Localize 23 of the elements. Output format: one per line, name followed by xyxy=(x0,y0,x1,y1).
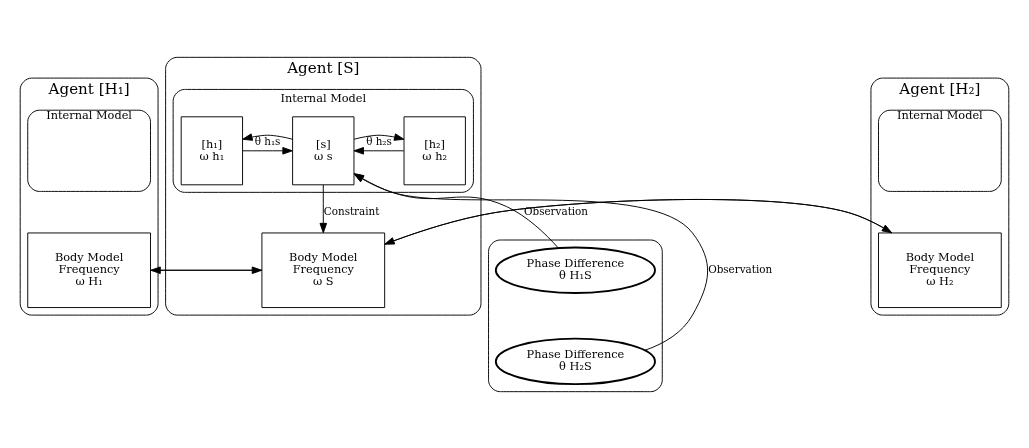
node-box: Body Model Frequency ω H₂ xyxy=(878,232,1002,308)
edge-label: θ h₁s xyxy=(254,134,281,147)
edge-label: θ h₂s xyxy=(366,134,392,147)
arrow xyxy=(319,183,328,233)
arrow xyxy=(353,146,405,155)
arrow xyxy=(242,132,293,141)
node-ellipse: Phase Difference θ H₁S xyxy=(494,246,656,294)
node-box: [h₁] ω h₁ xyxy=(180,115,244,185)
node-box: [s] ω s xyxy=(292,115,355,185)
node-ellipse: Phase Difference θ H₂S xyxy=(494,337,656,385)
node-box: Internal Model xyxy=(878,109,1002,192)
node-box: Body Model Frequency ω H₁ xyxy=(27,232,151,308)
edge-label: Observation xyxy=(524,204,589,217)
edge-label: Observation xyxy=(708,262,773,275)
node-box: [h₂] ω h₂ xyxy=(403,115,466,185)
node-box: Internal Model xyxy=(27,109,151,192)
edge-label: Constraint xyxy=(323,204,380,217)
arrow xyxy=(242,146,293,155)
arrow xyxy=(353,173,709,351)
arrow xyxy=(353,132,405,141)
cluster xyxy=(488,239,663,392)
node-box: Body Model Frequency ω S xyxy=(261,232,386,308)
arrow xyxy=(353,172,559,248)
